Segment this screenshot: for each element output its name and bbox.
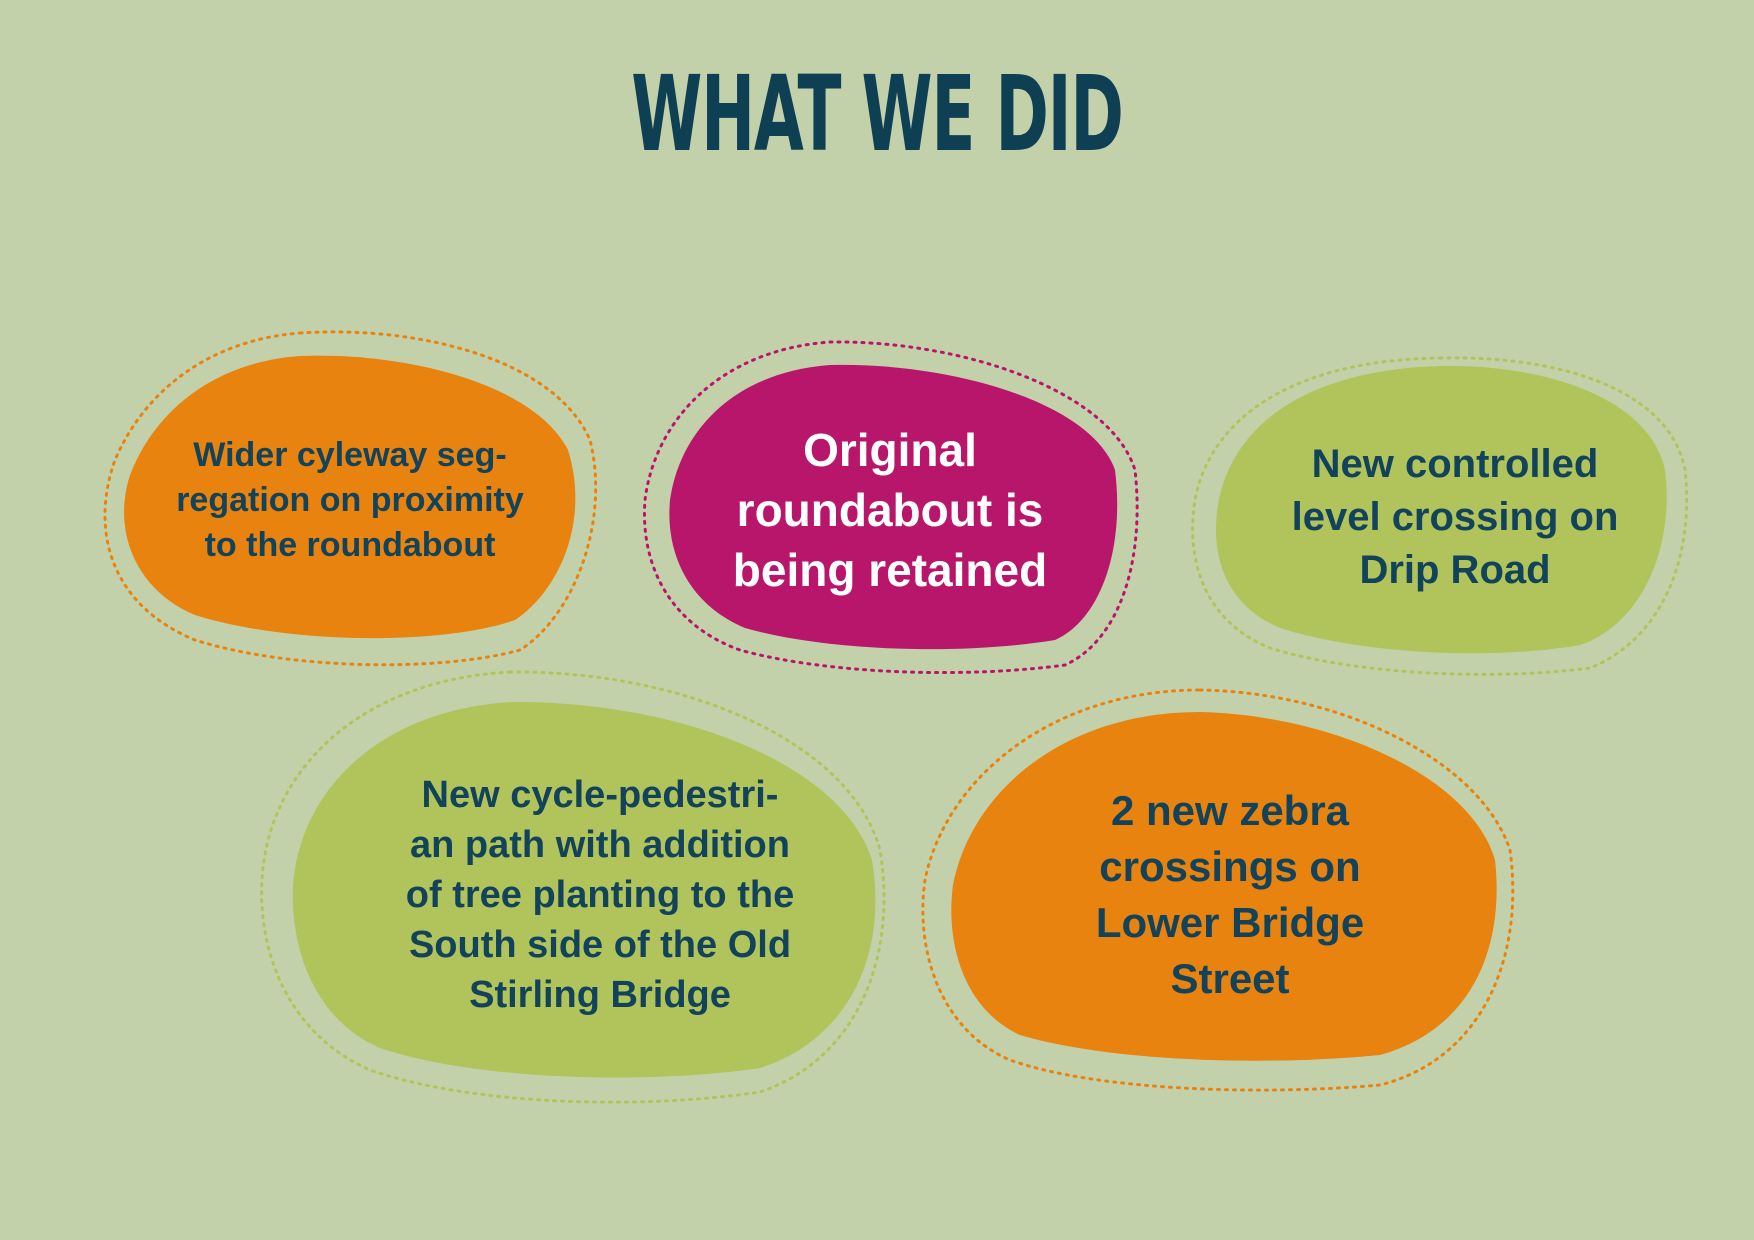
bubble-text-roundabout-retained: Original roundabout is being retained: [732, 424, 1048, 596]
bubble-1-outline: [642, 340, 1139, 675]
bubble-0-outline: [103, 330, 598, 667]
bubble-3-fill: [292, 701, 876, 1078]
bubble-text-level-crossing: New controlled level crossing on Drip Ro…: [1291, 441, 1619, 592]
bubble-text-zebra-crossings: 2 new zebra crossings on Lower Bridge St…: [1095, 787, 1365, 1002]
bubble-1: [642, 340, 1139, 675]
bubble-1-fill: [669, 364, 1118, 650]
bubble-text-cycle-pedestrian-path: New cycle-pedestri- an path with additio…: [405, 774, 795, 1016]
bubble-3: [260, 670, 886, 1104]
bubble-4-fill: [951, 712, 1497, 1061]
bubble-2-outline: [1191, 356, 1689, 676]
bubble-text-cycleway-segregation: Wider cyleway seg- regation on proximity…: [176, 435, 524, 564]
bubble-0-fill: [124, 355, 576, 639]
bubble-2: [1191, 356, 1689, 676]
page-title: WHAT WE DID: [631, 53, 1124, 175]
bubble-0: [103, 330, 598, 667]
bubble-4-outline: [921, 688, 1515, 1092]
bubble-4: [921, 688, 1515, 1092]
bubble-2-fill: [1215, 365, 1667, 654]
